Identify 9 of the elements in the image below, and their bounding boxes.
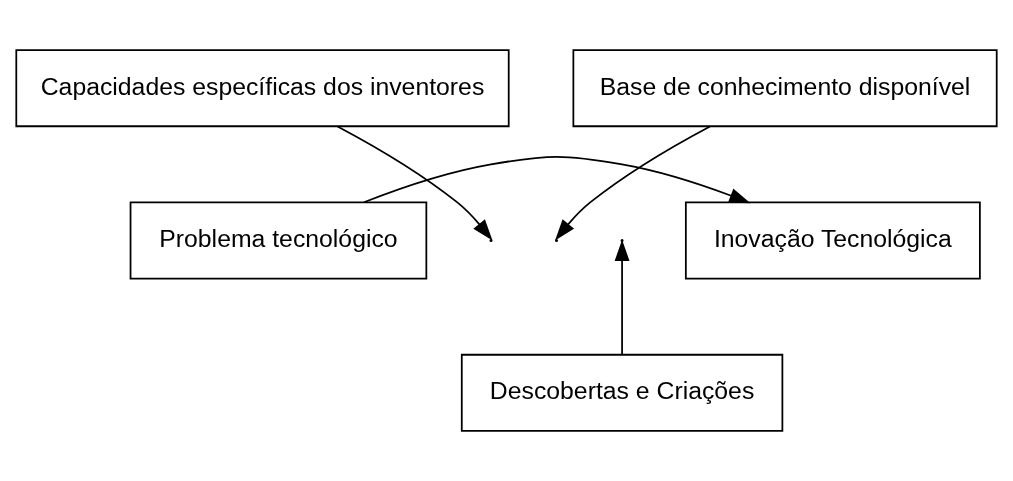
node-box: Descobertas e Criações: [460, 353, 784, 432]
arrow: [555, 125, 711, 241]
node-box: Problema tecnológico: [129, 201, 428, 280]
node-box: Base de conhecimento disponível: [572, 49, 998, 128]
arrow: [336, 125, 493, 241]
arrow: [614, 239, 630, 356]
node-box: Capacidades específicas dos inventores: [15, 49, 510, 128]
arrow: [363, 155, 751, 204]
node-box: Inovação Tecnológica: [684, 201, 981, 280]
